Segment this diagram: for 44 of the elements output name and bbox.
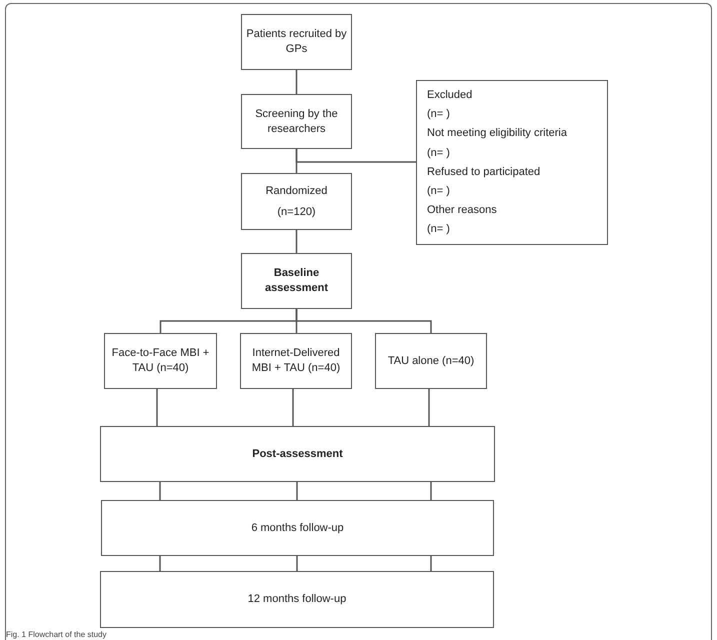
connector-line xyxy=(159,556,161,571)
connector-line xyxy=(296,482,298,500)
connector-line xyxy=(296,309,432,333)
box-text: (n= ) xyxy=(427,146,450,160)
exclusion-box xyxy=(416,80,608,245)
connector-line xyxy=(430,556,432,571)
box-text: Randomized xyxy=(266,184,328,198)
box-text: TAU alone (n=40) xyxy=(388,354,474,368)
connector-line xyxy=(159,482,161,500)
box-text: (n= ) xyxy=(427,108,450,122)
process-box xyxy=(241,94,352,149)
connector-line xyxy=(292,389,294,426)
process-box xyxy=(241,253,352,309)
box-text: Not meeting eligibility criteria xyxy=(427,127,567,141)
connector-line xyxy=(296,70,298,94)
connector-line xyxy=(296,149,416,163)
connector-line xyxy=(156,389,158,426)
box-text: Other reasons xyxy=(427,204,497,218)
process-box xyxy=(241,14,352,70)
box-text: (n= ) xyxy=(427,223,450,236)
process-box xyxy=(375,333,487,389)
box-text: Patients recruited by GPs xyxy=(245,27,348,57)
process-box xyxy=(101,500,494,556)
box-text: Post-assessment xyxy=(252,446,343,462)
box-text: Refused to participated xyxy=(427,166,540,179)
box-text: Face-to-Face MBI + TAU (n=40) xyxy=(110,346,210,376)
connector-line xyxy=(296,230,298,253)
process-box xyxy=(100,571,494,628)
box-text: (n= ) xyxy=(427,184,450,198)
box-text: 6 months follow-up xyxy=(251,520,344,536)
process-box xyxy=(241,173,352,230)
box-text: 12 months follow-up xyxy=(248,592,346,607)
connector-line xyxy=(428,389,430,426)
box-text: Internet-Delivered MBI + TAU (n=40) xyxy=(250,346,342,376)
process-box xyxy=(104,333,217,389)
box-text: (n=120) xyxy=(277,204,316,220)
process-box xyxy=(240,333,352,389)
connector-line xyxy=(430,482,432,500)
box-text: Excluded xyxy=(427,89,472,102)
box-text: Baseline assessment xyxy=(264,266,329,296)
box-text: Screening by the researchers xyxy=(254,106,339,136)
figure-caption: Fig. 1 Flowchart of the study xyxy=(6,630,106,639)
connector-line xyxy=(296,556,298,571)
process-box xyxy=(100,426,495,482)
